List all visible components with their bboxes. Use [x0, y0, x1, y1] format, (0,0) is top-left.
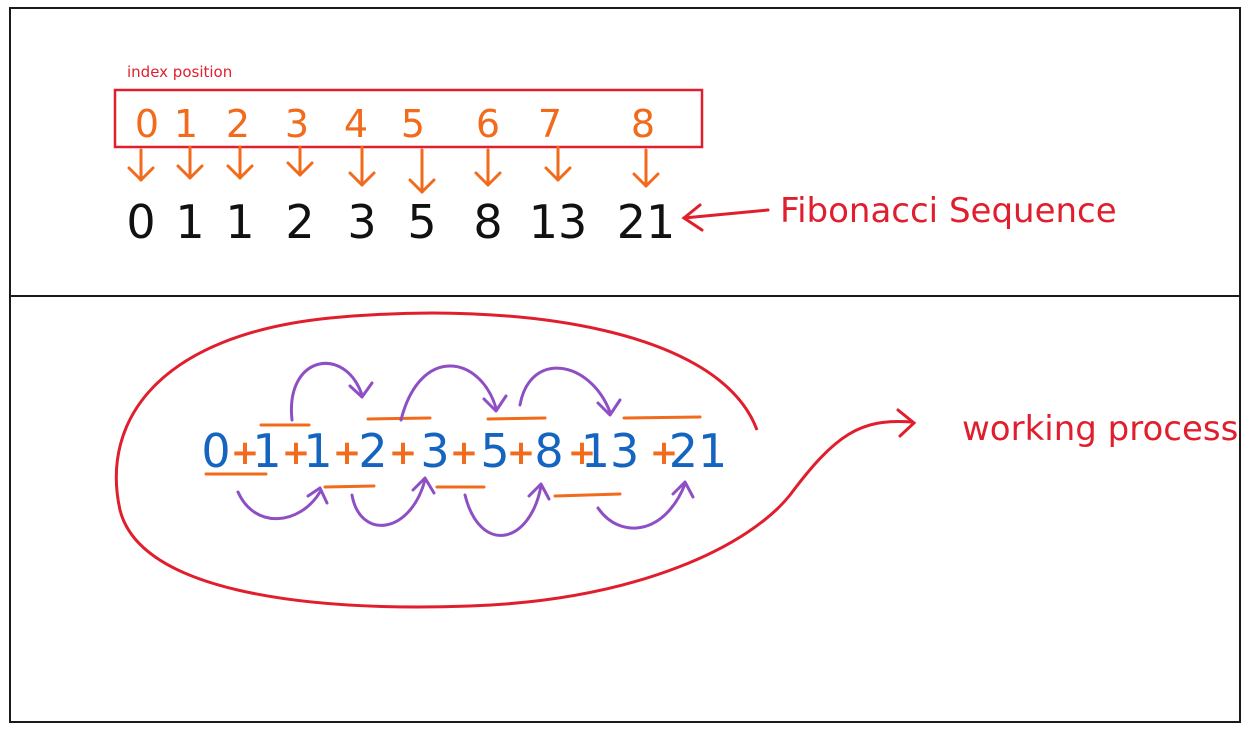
- equation-term: 2: [358, 424, 387, 478]
- down-arrow-head: [474, 171, 502, 187]
- sequence-number: 8: [473, 195, 502, 249]
- equation-term: 3: [420, 424, 449, 478]
- down-arrow-head: [176, 164, 204, 180]
- equation-term: 1: [303, 424, 332, 478]
- index-number: 2: [226, 102, 250, 146]
- sum-curve-arrowhead: [596, 398, 622, 417]
- plus-sign: +: [282, 433, 311, 473]
- sum-bar: [553, 492, 622, 498]
- down-arrow-head: [348, 171, 376, 187]
- fibonacci-sequence-label: Fibonacci Sequence: [780, 191, 1117, 231]
- down-arrow-head: [408, 178, 436, 194]
- index-number: 0: [135, 102, 159, 146]
- down-arrow-head: [226, 164, 254, 180]
- sum-bar: [486, 416, 547, 421]
- sequence-label-arrow: [681, 203, 770, 232]
- sequence-number: 1: [225, 195, 254, 249]
- sum-curve-arrow: [289, 361, 364, 422]
- working-loop-outline: [114, 311, 913, 609]
- sequence-number: 3: [347, 195, 376, 249]
- sum-curve-arrow: [518, 366, 612, 414]
- plus-sign: +: [507, 433, 536, 473]
- index-number: 6: [476, 102, 500, 146]
- working-loop-arrowhead: [896, 408, 917, 438]
- equation-term: 1: [252, 424, 281, 478]
- down-arrow-head: [127, 166, 155, 182]
- sum-curve-arrow: [399, 364, 498, 422]
- sum-curve-arrowhead: [671, 480, 695, 499]
- sum-curve-arrow: [463, 484, 543, 537]
- down-arrow-head: [286, 161, 314, 177]
- sequence-number: 21: [617, 195, 676, 249]
- sum-curve-arrowhead: [482, 394, 508, 413]
- index-number: 7: [538, 102, 562, 146]
- plus-sign: +: [450, 433, 479, 473]
- sum-bar: [622, 415, 702, 420]
- equation-term: 5: [480, 424, 509, 478]
- down-arrow-head: [544, 166, 572, 182]
- plus-sign: +: [568, 433, 597, 473]
- equation-underlines: [204, 415, 702, 498]
- top-panel-frame: [9, 7, 1241, 297]
- index-number: 5: [401, 102, 425, 146]
- sum-curve-arrow: [596, 482, 687, 530]
- equation-term: 13: [581, 424, 640, 478]
- sequence-number: 13: [529, 195, 588, 249]
- index-number: 4: [344, 102, 368, 146]
- index-position-label: index position: [127, 63, 232, 81]
- sum-curve-arrowhead: [411, 476, 436, 495]
- index-number: 3: [285, 102, 309, 146]
- equation-term: 0: [201, 424, 230, 478]
- sum-bar: [366, 416, 432, 421]
- plus-sign: +: [650, 433, 679, 473]
- index-number: 8: [631, 102, 655, 146]
- sequence-number: 1: [175, 195, 204, 249]
- down-arrow-head: [632, 172, 660, 188]
- sum-curve-arrow: [236, 490, 322, 521]
- down-arrows: [127, 145, 660, 194]
- sum-bar: [323, 484, 376, 489]
- sum-curve-arrowhead: [306, 486, 329, 505]
- index-number: 1: [174, 102, 198, 146]
- sum-curve-arrow: [350, 478, 427, 527]
- sum-curve-arrowhead: [348, 381, 374, 399]
- equation-term: 21: [669, 424, 728, 478]
- plus-sign: +: [389, 433, 418, 473]
- sequence-number: 5: [407, 195, 436, 249]
- bottom-panel-frame: [9, 295, 1241, 723]
- sum-curve-arrowhead: [527, 482, 551, 501]
- sequence-number: 2: [285, 195, 314, 249]
- plus-sign: +: [231, 433, 260, 473]
- equation-curves: [236, 361, 695, 537]
- plus-sign: +: [333, 433, 362, 473]
- working-process-label: working process: [962, 409, 1238, 449]
- sequence-number: 0: [126, 195, 155, 249]
- index-box: [113, 88, 704, 149]
- equation-term: 8: [534, 424, 563, 478]
